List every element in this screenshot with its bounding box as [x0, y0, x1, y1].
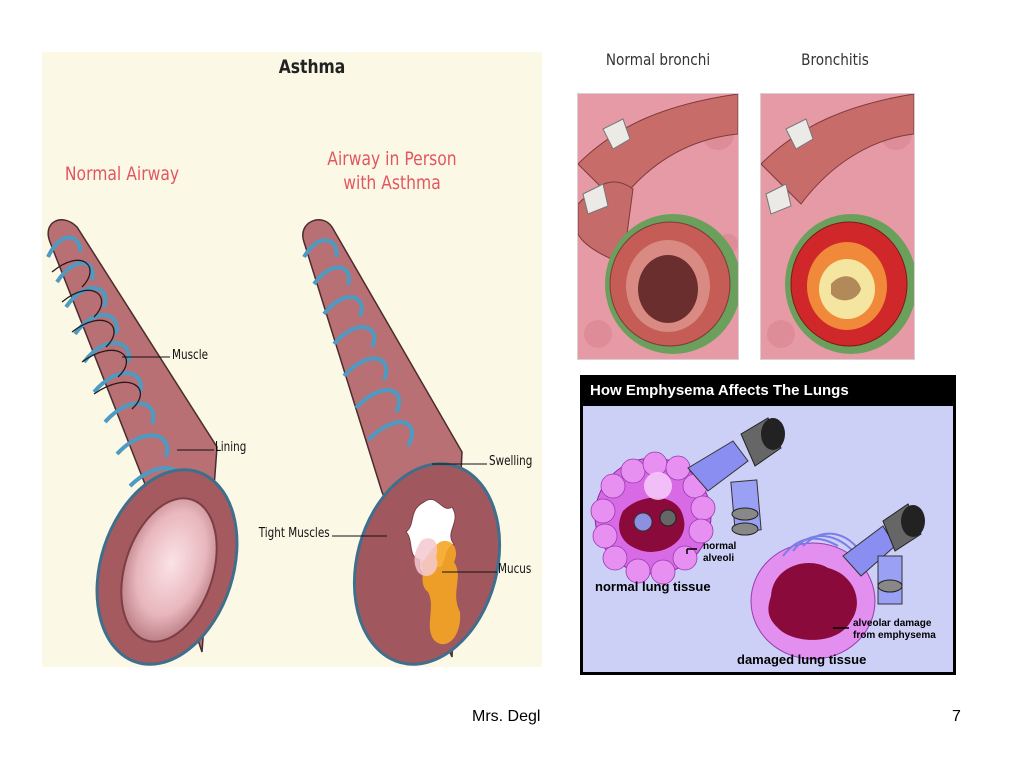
- emphysema-title: How Emphysema Affects The Lungs: [590, 382, 849, 399]
- callout-lines: [122, 356, 497, 573]
- bronchitis-image: [760, 93, 915, 360]
- footer-author: Mrs. Degl: [472, 708, 541, 725]
- asthma-airway-heading: Airway in Person with Asthma: [326, 147, 457, 195]
- asthma-airway-spiral: [302, 238, 415, 448]
- tight-muscles-label: Tight Muscles: [259, 526, 330, 541]
- muscle-label: Muscle: [172, 348, 208, 363]
- normal-tissue-label: normal lung tissue: [595, 579, 711, 594]
- asthma-heading-line1: Airway in Person: [327, 148, 457, 170]
- emphysema-illustration: normal alveoli normal lung tissue alveol…: [583, 406, 953, 672]
- normal-airway-heading: Normal Airway: [64, 163, 180, 185]
- swelling-label: Swelling: [489, 454, 533, 469]
- normal-alveoli-cluster: [590, 451, 716, 585]
- normal-airway-tube: [46, 219, 239, 666]
- asthma-diagram: Asthma Normal Airway Airway in Person wi…: [42, 52, 542, 667]
- damaged-alveoli-cluster: [750, 532, 876, 660]
- lining-label: Lining: [215, 440, 247, 455]
- bronchitis-label: Bronchitis: [801, 50, 869, 69]
- normal-airway-outline: [51, 259, 142, 410]
- normal-alveoli-label: normal alveoli: [703, 541, 737, 564]
- asthma-title: Asthma: [278, 56, 346, 78]
- asthma-airway-tube: [302, 219, 502, 666]
- airway-illustration: [46, 219, 502, 666]
- normal-bronchi-image: [577, 93, 739, 360]
- asthma-heading-line2: with Asthma: [343, 172, 441, 194]
- alveolar-damage-label: alveolar damage from emphysema: [853, 618, 936, 641]
- normal-airway-lumen: [120, 497, 218, 643]
- mucus-label: Mucus: [498, 562, 532, 577]
- slide-number: 7: [952, 708, 961, 725]
- damaged-tissue-label: damaged lung tissue: [737, 652, 867, 667]
- normal-bronchi-label: Normal bronchi: [605, 50, 711, 69]
- emphysema-diagram: How Emphysema Affects The Lungs: [580, 375, 956, 675]
